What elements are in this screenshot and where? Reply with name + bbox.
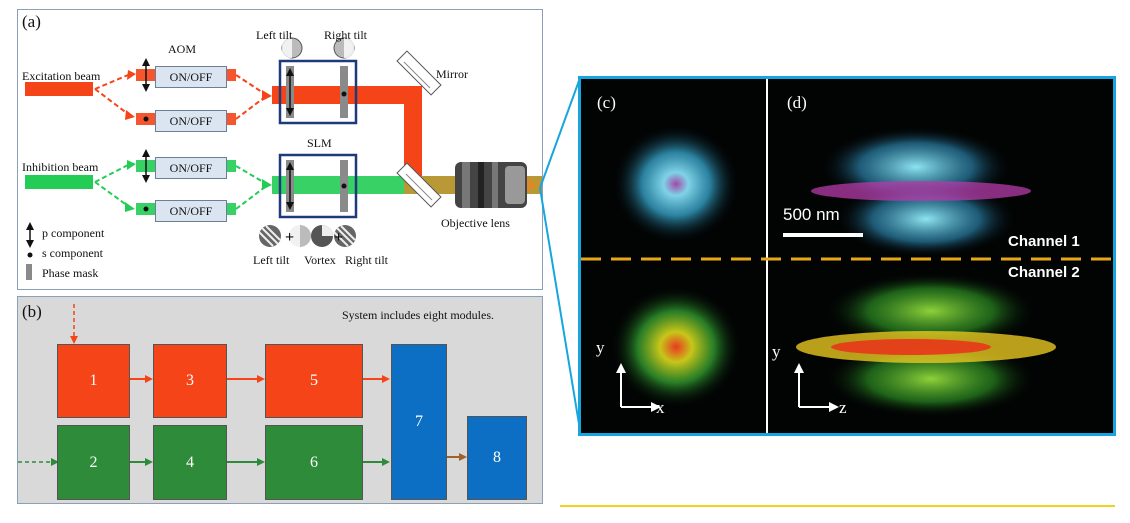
inhibition-beam-input [25, 175, 93, 189]
aom-box-4: ON/OFF [155, 200, 227, 222]
svg-text:+: + [285, 229, 294, 246]
slm-label: SLM [307, 136, 332, 150]
panel-c-axis-y: y [596, 338, 605, 357]
left-tilt-top-label: Left tilt [256, 28, 293, 42]
module-flow-arrows [18, 304, 467, 466]
panel-c-axis-x: x [656, 398, 665, 417]
module-5: 5 [265, 344, 363, 418]
module-7: 7 [391, 344, 447, 500]
legend-p-label: p component [42, 226, 105, 240]
slm-top [278, 59, 358, 125]
panel-b-label: (b) [22, 302, 42, 321]
legend-s-label: s component [42, 246, 103, 260]
psf-images [581, 79, 1113, 433]
module-4: 4 [153, 425, 227, 500]
aom-box-3: ON/OFF [155, 157, 227, 179]
panel-d-axis-z: z [839, 398, 847, 417]
mirror-top [396, 50, 442, 96]
panel-a [17, 9, 543, 290]
module-6: 6 [265, 425, 363, 500]
excitation-beam-input [25, 82, 93, 96]
scale-bar-label: 500 nm [783, 205, 840, 224]
legend-phase-label: Phase mask [42, 266, 99, 280]
panel-b-note: System includes eight modules. [342, 308, 494, 322]
aom-box-1: ON/OFF [155, 66, 227, 88]
zoom-connector [539, 77, 581, 431]
inhibition-beam-label: Inhibition beam [22, 160, 99, 174]
module-3: 3 [153, 344, 227, 418]
microscopy-image [578, 76, 1116, 436]
svg-text:+: + [334, 229, 343, 246]
channel-2-label: Channel 2 [1008, 264, 1080, 281]
panel-a-label: (a) [22, 12, 41, 31]
panel-d-axis-y: y [772, 342, 781, 361]
module-2: 2 [57, 425, 130, 500]
vortex-label: Vortex [304, 253, 336, 267]
mirror-bottom [396, 162, 442, 208]
objective-lens-label: Objective lens [441, 216, 510, 230]
mirror-label: Mirror [436, 67, 468, 81]
aom-label: AOM [168, 42, 197, 56]
right-tilt-top-label: Right tilt [324, 28, 368, 42]
right-tilt-bottom-label: Right tilt [345, 253, 389, 267]
channel-1-label: Channel 1 [1008, 233, 1080, 250]
excitation-beam-label: Excitation beam [22, 69, 101, 83]
panel-c-label: (c) [597, 93, 616, 112]
objective-lens-icon [455, 162, 540, 208]
module-8: 8 [467, 416, 527, 500]
left-tilt-bottom-label: Left tilt [253, 253, 290, 267]
aom-box-2: ON/OFF [155, 110, 227, 132]
module-1: 1 [57, 344, 130, 418]
scale-bar [783, 233, 863, 237]
slm-bottom [278, 153, 358, 219]
bottom-rule [560, 505, 1115, 507]
panel-d-label: (d) [787, 93, 807, 112]
